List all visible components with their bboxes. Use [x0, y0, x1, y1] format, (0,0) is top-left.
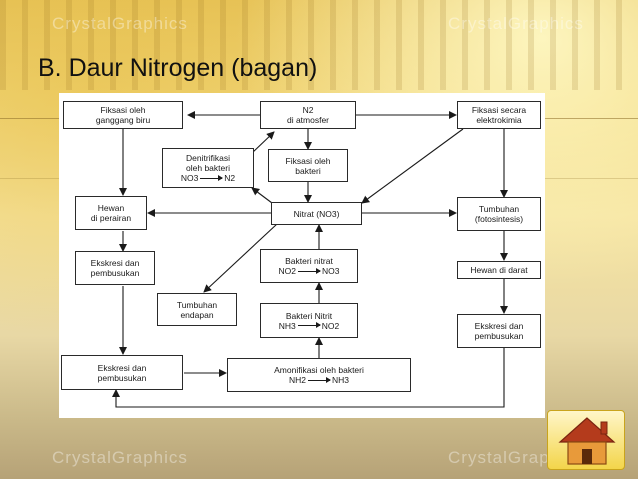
watermark: CrystalGraphics	[52, 14, 188, 33]
watermark: CrystalGraphics	[448, 14, 584, 33]
reaction-arrow-icon	[308, 376, 331, 383]
reaction-arrow-icon	[200, 174, 224, 181]
reaction-equation: NH3 NO2	[278, 320, 340, 331]
box-amonifikasi: Amonifikasi oleh bakteri NH2 NH3	[227, 358, 411, 392]
arrow	[251, 131, 275, 154]
nitrogen-cycle-diagram: Fiksasi oleh ganggang biru N2 di atmosfe…	[59, 93, 545, 418]
diagram-arrows	[112, 111, 508, 408]
box-nitrat: Nitrat (NO3)	[271, 202, 362, 225]
slide-title: B. Daur Nitrogen (bagan)	[38, 54, 318, 82]
box-fiksasi-ganggang: Fiksasi oleh ganggang biru	[63, 101, 183, 129]
box-ekskresi-bawah: Ekskresi dan pembusukan	[61, 355, 183, 390]
home-icon	[558, 417, 616, 465]
box-bakteri-nitrit: Bakteri Nitrit NH3 NO2	[260, 303, 358, 338]
home-button[interactable]	[547, 410, 625, 470]
reaction-equation: NH2 NH3	[288, 375, 350, 385]
box-bakteri-nitrat: Bakteri nitrat NO2 NO3	[260, 249, 358, 283]
background-texture	[0, 0, 638, 90]
box-denitrifikasi: Denitrifikasi oleh bakteri NO3 N2	[162, 148, 254, 188]
box-tumbuhan-fotosintesis: Tumbuhan (fotosintesis)	[457, 197, 541, 231]
reaction-arrow-icon	[298, 267, 321, 274]
arrow	[251, 187, 273, 204]
box-tumbuhan-endapan: Tumbuhan endapan	[157, 293, 237, 326]
box-fiksasi-elektrokimia: Fiksasi secara elektrokimia	[457, 101, 541, 129]
box-fiksasi-bakteri: Fiksasi oleh bakteri	[268, 149, 348, 182]
watermark: CrystalGraphics	[52, 448, 188, 467]
box-ekskresi-kanan: Ekskresi dan pembusukan	[457, 314, 541, 348]
reaction-equation: NO2 NO3	[278, 266, 340, 276]
arrow	[203, 223, 278, 293]
box-hewan-perairan: Hewan di perairan	[75, 196, 147, 230]
box-hewan-darat: Hewan di darat	[457, 261, 541, 279]
box-n2-atmosfer: N2 di atmosfer	[260, 101, 356, 129]
box-ekskresi-1: Ekskresi dan pembusukan	[75, 251, 155, 285]
reaction-arrow-icon	[297, 322, 321, 328]
arrow	[361, 128, 464, 204]
reaction-equation: NO3 N2	[180, 173, 236, 183]
arrow	[112, 348, 505, 408]
